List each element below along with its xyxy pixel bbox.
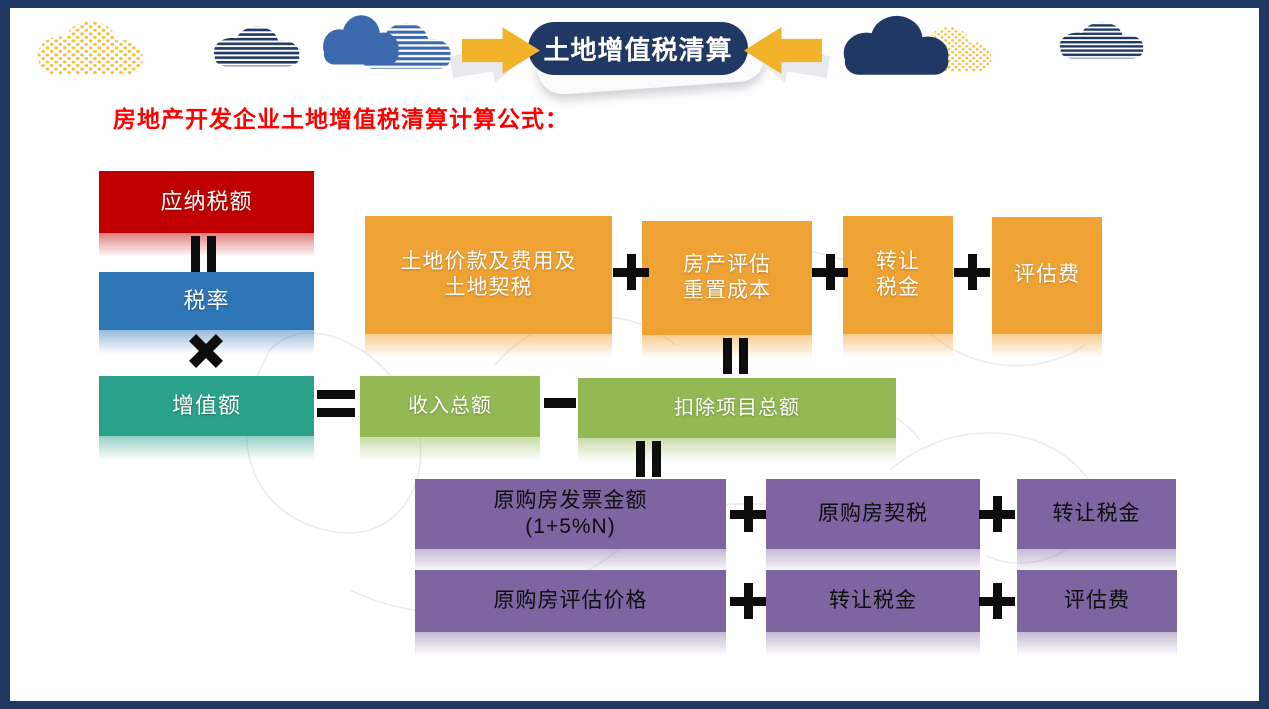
plus-operator	[613, 254, 649, 290]
box-label: 转让	[876, 249, 920, 273]
box-label: 原购房发票金额	[493, 488, 648, 512]
box-transfer-tax-row2: 转让税金	[766, 570, 980, 656]
box-original-invoice-amount: 原购房发票金额 (1+5%N)	[415, 479, 726, 573]
box-label: 收入总额	[408, 395, 492, 417]
box-label: 土地价款及费用及	[400, 249, 577, 273]
box-deduction-total: 扣除项目总额	[578, 378, 896, 462]
plus-operator	[812, 254, 848, 290]
box-label: 应纳税额	[160, 189, 253, 215]
minus-operator	[544, 398, 576, 408]
box-transfer-tax: 转让 税金	[843, 216, 953, 358]
plus-operator	[730, 583, 766, 619]
title-banner: 土地增值税清算	[528, 22, 748, 75]
box-land-cost: 土地价款及费用及 土地契税	[365, 216, 612, 358]
slide-border-top	[0, 0, 1269, 8]
box-label: 土地契税	[444, 276, 533, 299]
slide-border-bottom	[0, 701, 1269, 709]
cloud-striped-navy-icon	[213, 26, 300, 67]
slide-border-left	[0, 0, 10, 709]
plus-operator	[730, 496, 766, 532]
slide-title: 土地增值税清算	[543, 35, 733, 65]
box-label: 评估费	[1064, 588, 1130, 612]
box-transfer-tax-row1: 转让税金	[1017, 479, 1176, 573]
box-tax-rate: 税率	[99, 272, 314, 354]
box-label: 重置成本	[683, 279, 771, 302]
slide-heading: 房地产开发企业土地增值税清算计算公式：	[113, 106, 569, 132]
box-property-appraisal-cost: 房产评估 重置成本	[642, 221, 812, 359]
box-label: 税率	[183, 288, 230, 314]
box-appraisal-fee-row2: 评估费	[1017, 570, 1177, 656]
slide-border-right	[1259, 0, 1269, 709]
box-label: 增值额	[171, 393, 241, 419]
cloud-solid-blue-icon	[323, 15, 399, 65]
box-label: 评估费	[1014, 263, 1080, 287]
box-label: 原购房评估价格	[493, 588, 648, 612]
cloud-dotted-yellow-icon	[37, 21, 143, 75]
box-original-appraisal-price: 原购房评估价格	[415, 570, 726, 656]
box-appraisal-fee: 评估费	[992, 217, 1102, 358]
box-label: 转让税金	[829, 588, 917, 612]
box-tax-payable: 应纳税额	[99, 171, 314, 257]
equals-operator	[317, 390, 355, 417]
equals-vertical-operator	[636, 441, 661, 477]
box-income-total: 收入总额	[360, 376, 540, 461]
cloud-solid-navy-icon	[843, 15, 949, 75]
plus-operator	[979, 496, 1015, 532]
equals-vertical-operator	[723, 338, 748, 374]
plus-operator	[954, 254, 990, 290]
cloud-striped-navy2-icon	[1059, 22, 1144, 59]
box-label: 税金	[876, 276, 920, 299]
box-original-deed-tax: 原购房契税	[766, 479, 980, 573]
box-label: 扣除项目总额	[674, 396, 800, 419]
equals-vertical-operator	[191, 236, 216, 272]
box-label: (1+5%N)	[525, 515, 616, 538]
box-label: 原购房契税	[818, 501, 928, 525]
box-label: 转让税金	[1052, 501, 1141, 525]
box-value-added: 增值额	[99, 376, 314, 460]
box-label: 房产评估	[683, 252, 771, 276]
plus-operator	[979, 583, 1015, 619]
